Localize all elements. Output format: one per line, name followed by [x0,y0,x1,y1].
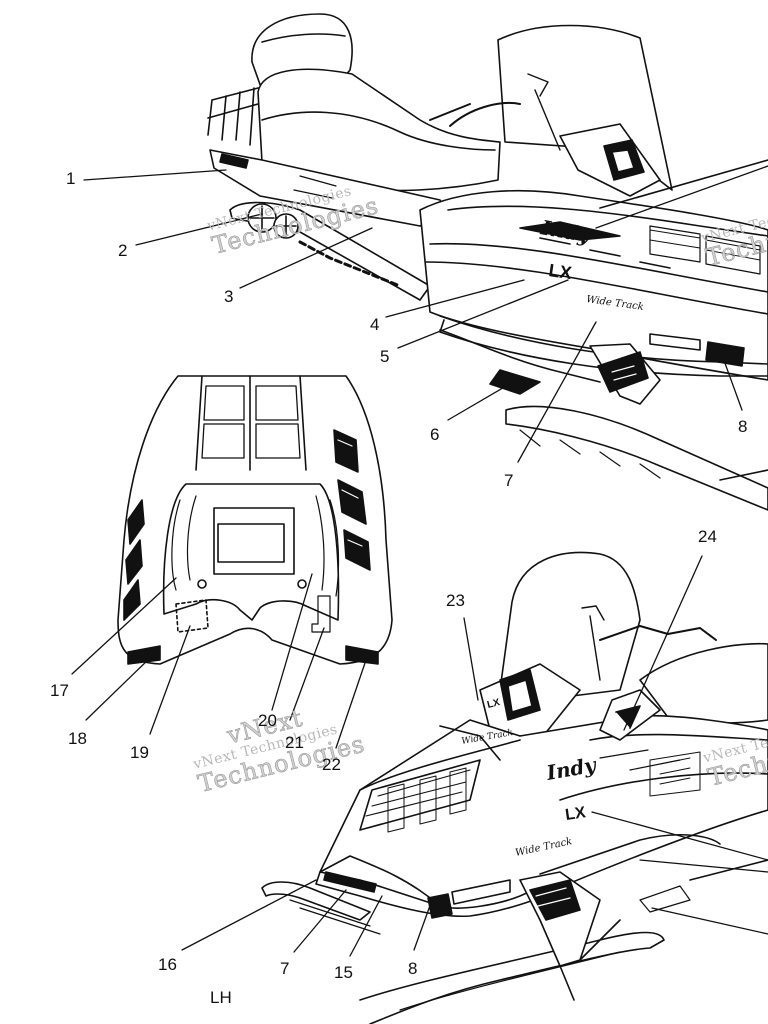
leader-15 [349,895,383,957]
leader-21 [289,627,325,721]
callout-5: 5 [380,347,390,366]
lx-decal-text: LX [547,260,573,283]
callout-7b: 7 [280,959,290,978]
callout-24: 24 [698,527,717,546]
leader-17 [71,577,177,675]
leader-19 [149,625,191,735]
leader-1 [83,169,227,181]
leader-bottom-right-2 [639,859,768,873]
leader-bottom-right-3 [651,907,768,935]
leader-lines [71,165,768,957]
callout-21: 21 [285,733,304,752]
leader-20 [271,573,313,711]
leader-23 [463,617,479,701]
leader-7b [293,889,347,953]
callout-6: 6 [430,425,440,444]
leader-6 [447,377,521,421]
callout-22: 22 [322,755,341,774]
bottom-snowmobile-drawing: Indy LX Wide Track LX Wide Track [261,551,768,1024]
callout-16: 16 [158,955,177,974]
callout-15: 15 [334,963,353,982]
leader-4 [385,279,525,318]
callout-1: 1 [66,169,76,188]
leader-5 [397,279,569,349]
callout-8b: 8 [408,959,418,978]
callout-2: 2 [118,241,128,260]
callout-19: 19 [130,743,149,762]
leader-24 [623,555,703,731]
callout-8: 8 [738,417,748,436]
callout-23: 23 [446,591,465,610]
view-label-lh: LH [210,988,232,1007]
leader-22 [335,659,367,749]
callout-4: 4 [370,315,380,334]
lx-decal-text-2: LX [564,804,587,824]
lx-decal-text-3: LX [486,697,501,711]
leader-18 [85,655,153,721]
leader-8 [717,343,743,411]
leader-3 [239,227,373,289]
callout-18: 18 [68,729,87,748]
callout-3: 3 [224,287,234,306]
leader-2 [135,213,263,246]
leader-8b [413,899,433,951]
hood-top-view-drawing [117,375,393,665]
callout-20: 20 [258,711,277,730]
callout-7: 7 [504,471,514,490]
leader-bottom-right-1 [591,811,768,861]
leader-top-right [595,165,768,229]
top-snowmobile-drawing: Indy LX Wide Track [207,13,768,511]
callout-17: 17 [50,681,69,700]
leader-7 [517,321,597,463]
leader-16 [181,879,317,951]
